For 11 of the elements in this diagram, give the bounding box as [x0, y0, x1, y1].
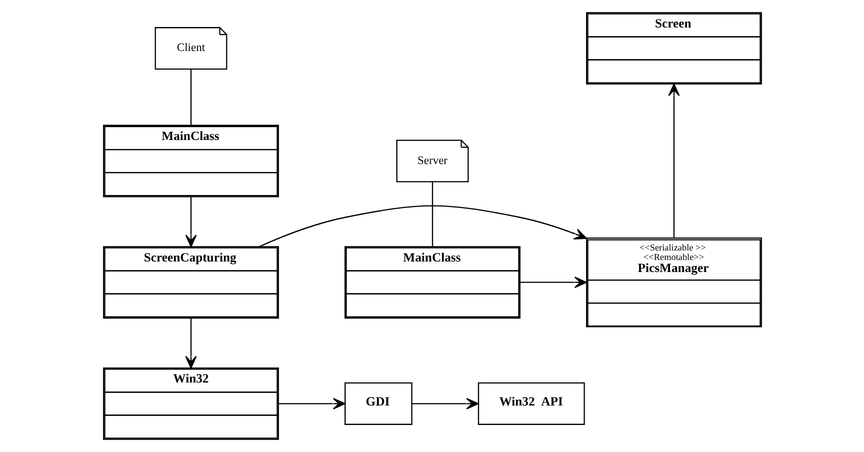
- connector: [431, 182, 433, 247]
- node-box: Win32 API: [477, 382, 584, 425]
- arrow: [278, 398, 345, 410]
- node-box: GDI: [344, 382, 412, 425]
- arrow: [184, 318, 196, 369]
- connector: [190, 69, 192, 126]
- arrow: [520, 276, 586, 288]
- arrow: [258, 205, 586, 248]
- arrow: [411, 398, 478, 410]
- arrow: [184, 196, 196, 248]
- arrow: [668, 84, 680, 238]
